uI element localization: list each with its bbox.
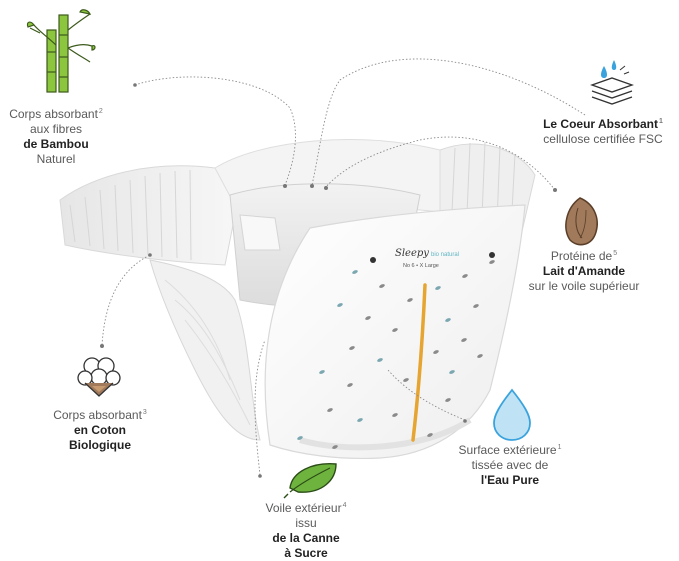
water-note: 1 bbox=[557, 444, 562, 451]
bee-motif bbox=[349, 346, 355, 350]
bee-motif bbox=[337, 303, 343, 307]
bee-motif bbox=[449, 370, 455, 374]
water-line1: Surface extérieure bbox=[458, 443, 557, 457]
bee-motif bbox=[377, 358, 383, 362]
product-size: No 6 • X Large bbox=[403, 263, 439, 269]
bee-motif bbox=[352, 270, 358, 274]
bamboo-line3: Naturel bbox=[36, 152, 76, 166]
bee-motif bbox=[477, 354, 483, 358]
bee-motif bbox=[473, 304, 479, 308]
bamboo-line2: aux fibres bbox=[29, 122, 83, 136]
product-brand: Sleepy bbox=[395, 248, 429, 259]
bee-motif bbox=[461, 338, 467, 342]
sugarcane-bold1: de la Canne bbox=[272, 531, 340, 545]
bee-motif bbox=[392, 413, 398, 417]
feature-bamboo: Corps absorbant2 aux fibres de Bambou Na… bbox=[2, 104, 110, 167]
core-bold: Le Coeur Absorbant bbox=[543, 117, 658, 131]
bee-motif bbox=[433, 350, 439, 354]
sugarcane-bold2: à Sucre bbox=[284, 546, 328, 560]
bamboo-icon bbox=[26, 9, 96, 93]
callout-lines bbox=[101, 58, 586, 476]
cotton-note: 3 bbox=[142, 409, 147, 416]
cotton-flower-icon bbox=[77, 357, 121, 397]
leg-cuff bbox=[149, 259, 261, 441]
bee-motif bbox=[327, 408, 333, 412]
feature-sugarcane: Voile extérieur4 issu de la Canne à Sucr… bbox=[256, 498, 356, 561]
bamboo-note: 2 bbox=[98, 108, 103, 115]
almond-bold: Lait d'Amande bbox=[542, 264, 626, 278]
cotton-bold2: Biologique bbox=[69, 438, 131, 452]
wetness-strip bbox=[411, 283, 427, 442]
bee-motif bbox=[489, 260, 495, 264]
bee-motif bbox=[445, 318, 451, 322]
wing-stripes bbox=[69, 169, 192, 261]
core-line2: cellulose certifiée FSC bbox=[543, 132, 663, 146]
core-note: 1 bbox=[659, 118, 663, 125]
front-panel bbox=[264, 204, 526, 460]
bee-motif bbox=[379, 284, 385, 288]
sugarcane-line2: issu bbox=[295, 516, 317, 530]
bee-motif bbox=[347, 383, 353, 387]
feature-cotton: Corps absorbant3 en Coton Biologique bbox=[44, 405, 156, 453]
bee-motif bbox=[427, 433, 433, 437]
bee-motif bbox=[357, 418, 363, 422]
product-sub: bio natural bbox=[431, 252, 459, 258]
bee-motif bbox=[462, 274, 468, 278]
cotton-line1: Corps absorbant bbox=[53, 408, 142, 422]
left-wing bbox=[59, 165, 241, 266]
bee-motif bbox=[365, 316, 371, 320]
almond-icon bbox=[565, 197, 598, 246]
sugarcane-note: 4 bbox=[342, 502, 347, 509]
bamboo-bold: de Bambou bbox=[23, 137, 89, 151]
feature-water: Surface extérieure1 tissée avec de l'Eau… bbox=[446, 440, 574, 488]
bee-motif bbox=[392, 328, 398, 332]
pattern-motifs bbox=[297, 260, 495, 449]
almond-note: 5 bbox=[613, 250, 618, 257]
sugarcane-line1: Voile extérieur bbox=[265, 501, 342, 515]
almond-line2: sur le voile supérieur bbox=[528, 279, 640, 293]
bee-motif bbox=[332, 445, 338, 449]
cotton-bold1: en Coton bbox=[74, 423, 126, 437]
almond-line1: Protéine de bbox=[550, 249, 613, 263]
bee-motif bbox=[319, 370, 325, 374]
water-line2: tissée avec de bbox=[471, 458, 549, 472]
feature-core: Le Coeur Absorbant1 cellulose certifiée … bbox=[528, 114, 678, 147]
bee-motif bbox=[407, 298, 413, 302]
water-bold: l'Eau Pure bbox=[480, 473, 540, 487]
bee-motif bbox=[435, 286, 441, 290]
water-drop-icon bbox=[493, 388, 531, 441]
bamboo-line1: Corps absorbant bbox=[9, 107, 98, 121]
bee-motif bbox=[297, 436, 303, 440]
leaf-icon bbox=[283, 463, 337, 499]
water-layers-icon bbox=[590, 60, 634, 105]
bee-motif bbox=[445, 398, 451, 402]
bee-motif bbox=[403, 378, 409, 382]
feature-almond: Protéine de5 Lait d'Amande sur le voile … bbox=[514, 246, 654, 294]
